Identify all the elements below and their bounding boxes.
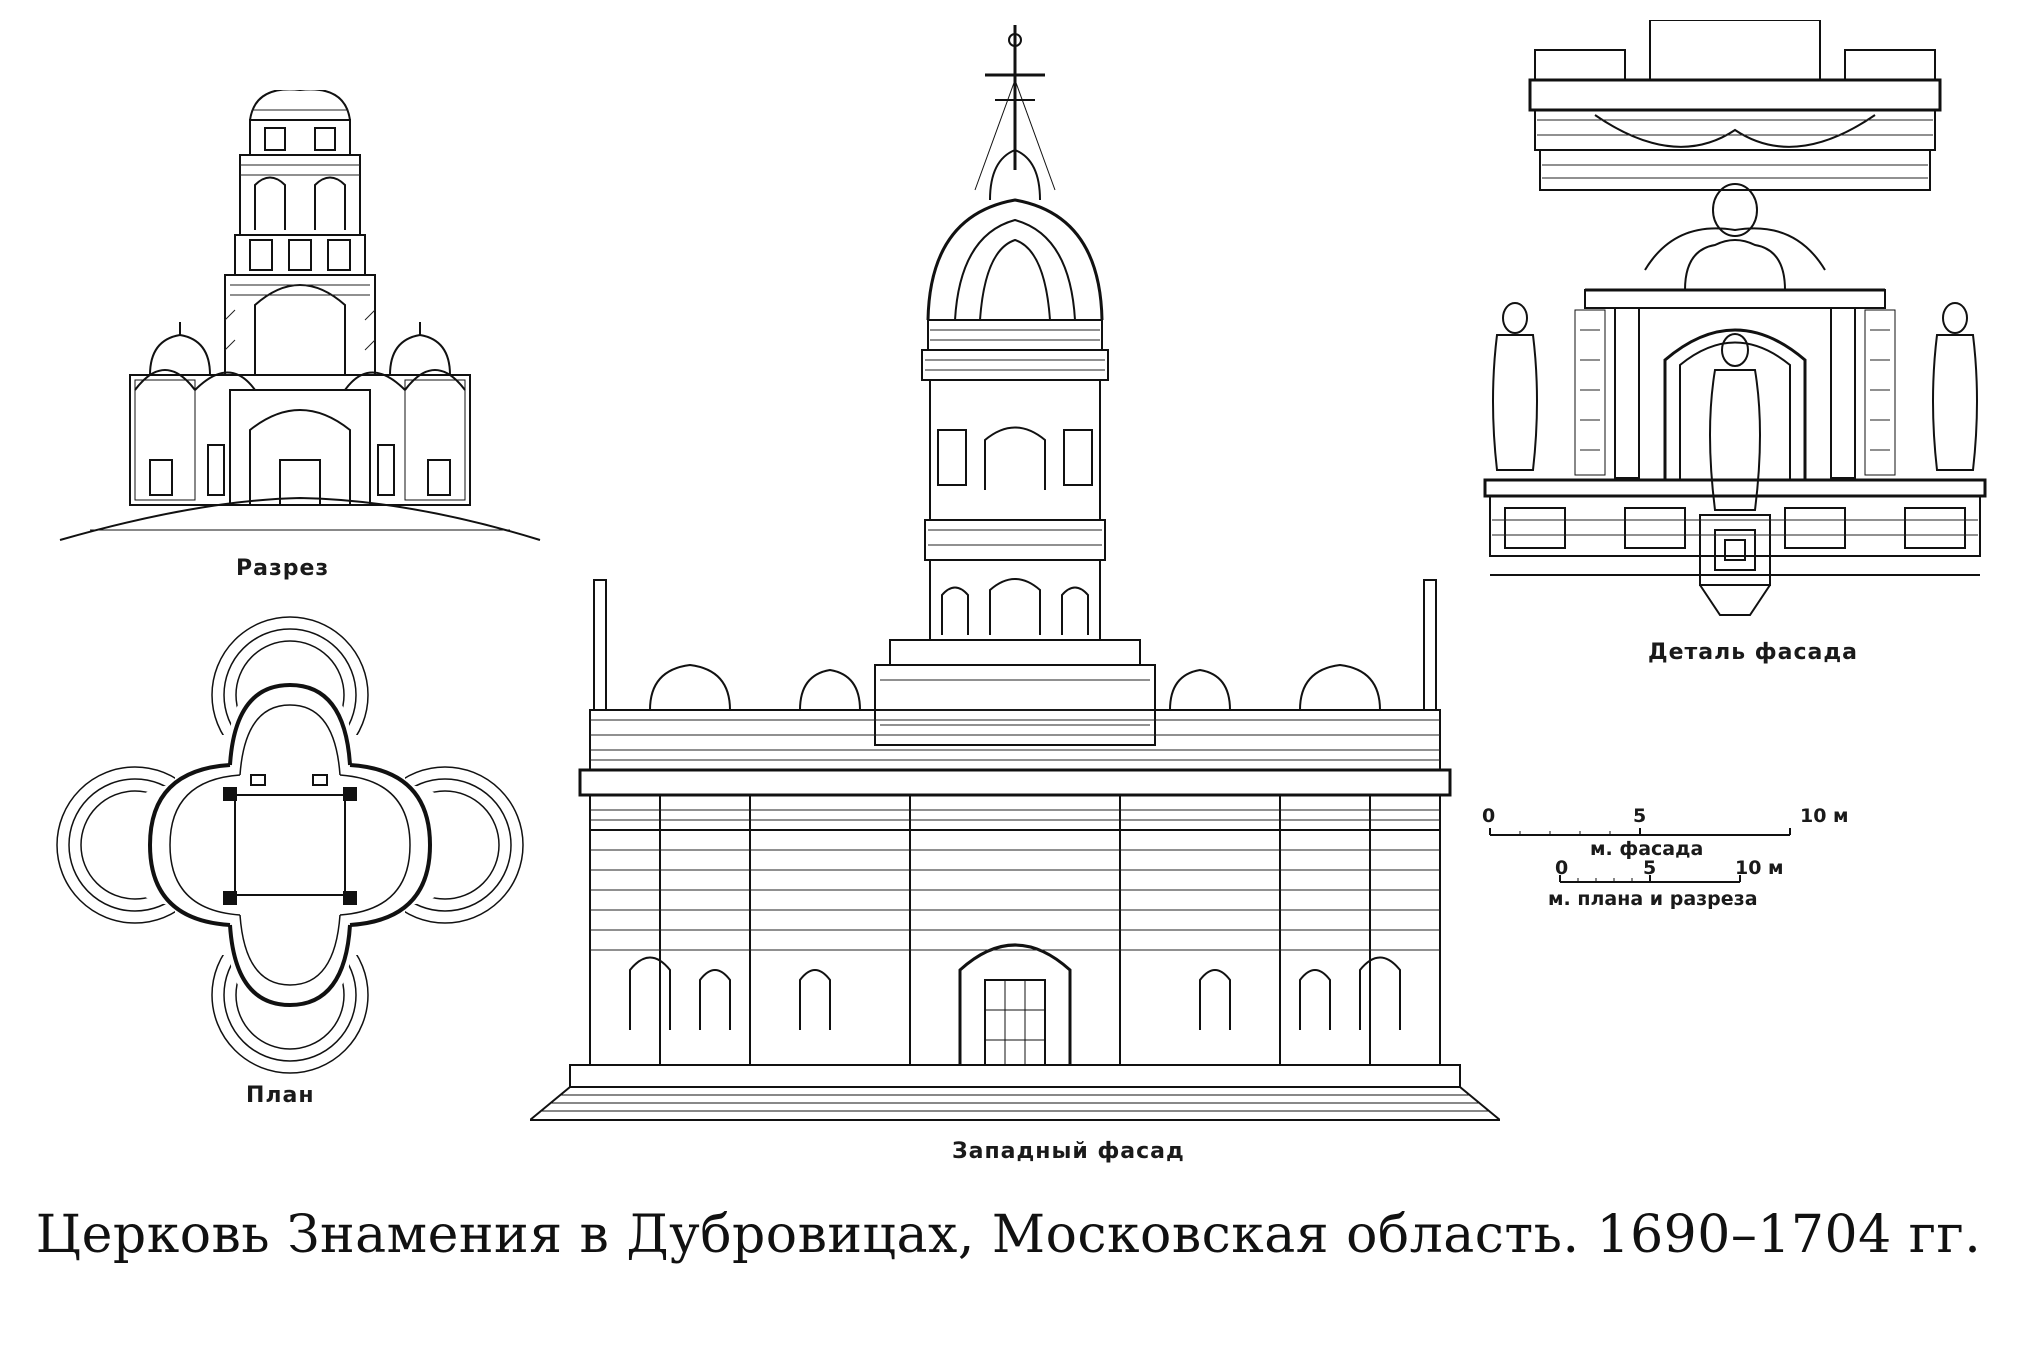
facade-detail-drawing [1483, 20, 1987, 616]
west-facade-drawing [530, 25, 1500, 1121]
scale-facade-label: м. фасада [1590, 838, 1704, 860]
section-drawing [59, 90, 541, 541]
scale-facade-tick-5: 5 [1633, 805, 1647, 827]
scale-plan-tick-10: 10 м [1735, 857, 1784, 879]
scale-bar-facade [1489, 828, 1791, 836]
facade-detail-caption: Деталь фасада [1648, 640, 1858, 665]
scale-plan-label: м. плана и разреза [1548, 888, 1758, 910]
scale-plan-tick-5: 5 [1643, 857, 1657, 879]
west-facade-caption: Западный фасад [952, 1139, 1185, 1164]
scale-plan-tick-0: 0 [1555, 857, 1569, 879]
plan-drawing [56, 616, 524, 1074]
scale-facade-tick-0: 0 [1482, 805, 1496, 827]
section-caption: Разрез [236, 556, 330, 581]
page-title: Церковь Знамения в Дубровицах, Московска… [35, 1205, 1982, 1265]
scale-bar-plan [1559, 875, 1741, 883]
scale-facade-tick-10: 10 м [1800, 805, 1849, 827]
plan-caption: План [246, 1083, 315, 1108]
